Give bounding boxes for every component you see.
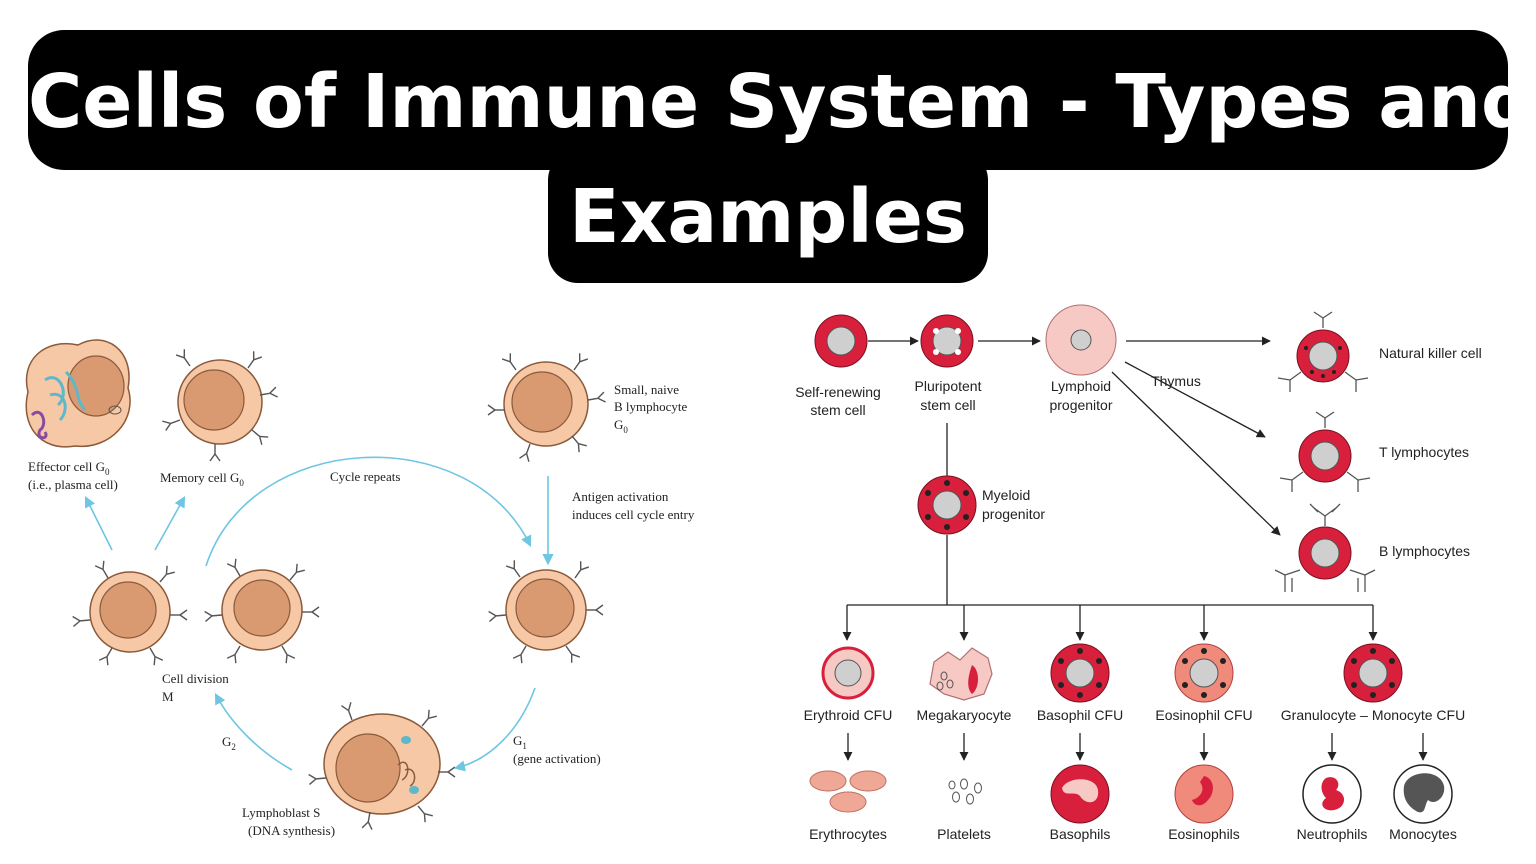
myeloid-progenitor-cell [917,475,977,535]
basophils-cell [1050,764,1110,824]
mature-label-platelets: Platelets [937,826,991,842]
arrow-to-b-lymphocytes [1111,371,1281,536]
page-title-line-2: Examples [569,174,967,260]
memory-label: Memory cell G0 [160,470,244,488]
erythrocytes-cells [809,770,887,813]
pluripotent-label-2: stem cell [920,397,975,413]
granulocyte-monocyte-cfu-cell [1343,643,1403,703]
cfu-label-granulocyte-monocyte: Granulocyte – Monocyte CFU [1281,707,1465,723]
self-renewing-label-1: Self-renewing [795,384,881,400]
thymus-label: Thymus [1151,373,1201,389]
eosinophil-cfu-cell [1174,643,1234,703]
cfu-label-erythroid: Erythroid CFU [804,707,893,723]
dividing-cell-right [203,558,320,664]
lymphoblast-label: Lymphoblast S [242,805,320,820]
self-renewing-label-2: stem cell [810,402,865,418]
lymphoid-label-1: Lymphoid [1051,378,1111,394]
b-lymphocytes-label: B lymphocytes [1379,543,1470,559]
cell-division-label: Cell division [162,671,229,686]
arrow-cycle-repeats [205,456,532,567]
antigen-label-1: Antigen activation [572,489,669,504]
memory-cell [161,348,279,462]
cfu-label-basophil: Basophil CFU [1037,707,1123,723]
natural-killer-cell [1277,311,1369,392]
monocytes-cell [1393,764,1453,824]
antigen-label-2: induces cell cycle entry [572,507,695,522]
cell-cycle-panel: Effector cell G0 (i.e., plasma cell) Mem… [25,339,695,838]
erythroid-cfu-cell [821,646,875,700]
naive-label-1: Small, naive [614,382,679,397]
t-lymphocyte-cell [1279,411,1371,492]
mature-label-monocytes: Monocytes [1389,826,1457,842]
cycle-arrows [84,456,554,772]
neutrophils-cell [1302,764,1362,824]
nk-label: Natural killer cell [1379,345,1482,361]
lymphoblast-sublabel: (DNA synthesis) [248,823,335,838]
arrow-to-effector [84,495,113,551]
page-title-line-1: Cells of Immune System - Types and [28,59,1534,145]
myeloid-label-1: Myeloid [982,487,1030,503]
cell-division-phase: M [162,689,174,704]
dividing-cell-left [71,560,188,666]
lymphoid-progenitor-cell [1045,304,1117,376]
mature-label-basophils: Basophils [1050,826,1111,842]
megakaryocyte-cell [929,647,993,701]
arrow-to-t-lymphocytes [1124,361,1266,438]
effector-label: Effector cell G0 [28,459,110,477]
pluripotent-label-1: Pluripotent [915,378,982,394]
basophil-cfu-cell [1050,643,1110,703]
mature-label-erythrocytes: Erythrocytes [809,826,887,842]
naive-b-cell [487,352,607,463]
pluripotent-stem-cell [920,314,974,368]
effector-plasma-cell [25,339,131,448]
b-lymphocyte-cell [1274,503,1376,592]
mature-label-neutrophils: Neutrophils [1297,826,1368,842]
arrow-g1 [453,687,536,772]
eosinophils-cell [1174,764,1234,824]
platelets-cells [948,778,982,805]
title-banner-shape [28,30,1508,283]
g2-label: G2 [222,734,236,752]
cycle-repeats-label: Cycle repeats [330,469,400,484]
lymphoid-label-2: progenitor [1049,397,1112,413]
arrow-g2 [214,693,293,771]
title-banner: Cells of Immune System - Types and Examp… [0,0,1536,290]
t-lymphocytes-label: T lymphocytes [1379,444,1469,460]
lymphoblast-cell [307,701,456,831]
activated-cell-g1 [487,559,604,664]
naive-label-2: B lymphocyte [614,399,688,414]
cfu-label-eosinophil: Eosinophil CFU [1155,707,1252,723]
effector-sublabel: (i.e., plasma cell) [28,477,118,492]
g1-sublabel: (gene activation) [513,751,601,766]
self-renewing-stem-cell [814,314,868,368]
cfu-label-megakaryocyte: Megakaryocyte [917,707,1012,723]
arrow-to-memory [154,496,186,551]
naive-label-3: G0 [614,417,628,435]
mature-label-eosinophils: Eosinophils [1168,826,1240,842]
g1-label: G1 [513,733,527,751]
hematopoiesis-panel: Self-renewing stem cell Pluripotent stem… [795,304,1482,842]
myeloid-label-2: progenitor [982,506,1045,522]
